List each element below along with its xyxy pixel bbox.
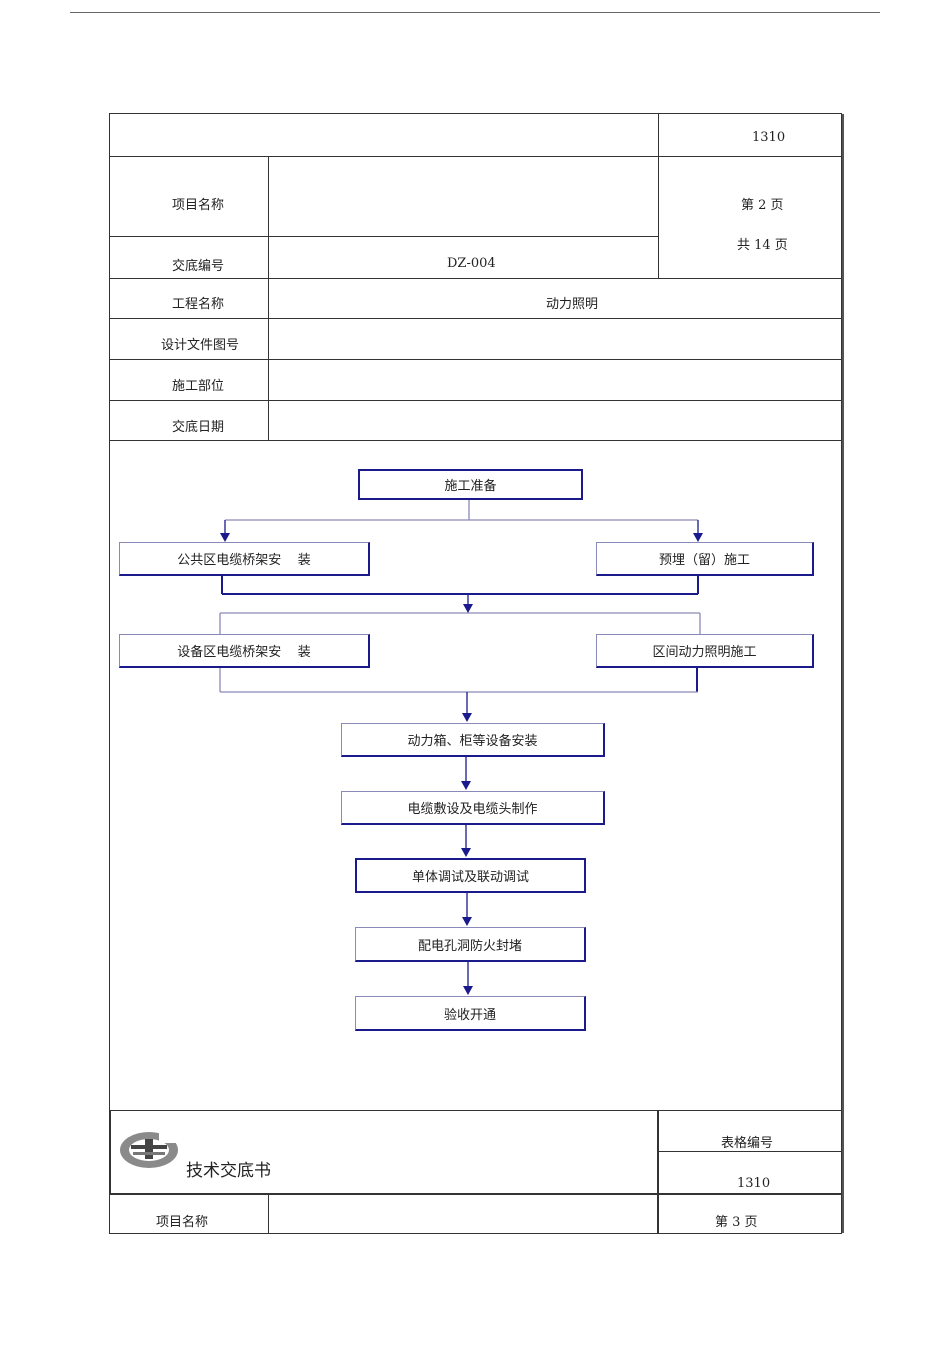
form-number-label: 表格编号 [721, 1136, 774, 1151]
flow-node-section-lighting: 区间动力照明施工 [596, 634, 814, 668]
flow-node-debugging: 单体调试及联动调试 [355, 858, 586, 893]
rule [110, 236, 658, 237]
construction-part-label: 施工部位 [172, 379, 225, 394]
form-number-value: 1310 [737, 1176, 771, 1191]
form-number-value: 1310 [752, 130, 786, 145]
flow-node-acceptance: 验收开通 [355, 996, 586, 1031]
engineering-name-label: 工程名称 [172, 297, 225, 312]
project-name-label: 项目名称 [172, 198, 225, 213]
rule [268, 156, 269, 441]
rule [658, 114, 659, 278]
flow-node-embed: 预埋（留）施工 [596, 542, 814, 576]
rule [110, 400, 841, 401]
handover-date-label: 交底日期 [172, 420, 225, 435]
project-name-label: 项目名称 [156, 1215, 209, 1230]
flow-node-equipment-tray: 设备区电缆桥架安 装 [119, 634, 370, 668]
rule [657, 1110, 659, 1234]
rule [110, 278, 841, 279]
rule [110, 440, 841, 441]
rule [110, 1110, 841, 1111]
page-current: 第 2 页 [741, 198, 784, 213]
rule [268, 1194, 269, 1234]
flow-node-power-boxes: 动力箱、柜等设备安装 [341, 723, 605, 757]
engineering-name-value: 动力照明 [546, 297, 599, 312]
rule [110, 1193, 841, 1195]
rule [110, 359, 841, 360]
page-current: 第 3 页 [715, 1215, 758, 1230]
rule [658, 1151, 841, 1152]
flow-node-public-tray: 公共区电缆桥架安 装 [119, 542, 370, 576]
rule [110, 156, 841, 157]
document-title: 技术交底书 [186, 1161, 271, 1181]
rule [110, 318, 841, 319]
technical-handover-form: 1310 项目名称 第 2 页 共 14 页 交底编号 DZ-004 工程名称 … [109, 113, 844, 1234]
rule [109, 1110, 111, 1194]
company-logo-icon [120, 1132, 179, 1168]
flow-node-preparation: 施工准备 [358, 469, 583, 500]
flow-node-firestop: 配电孔洞防火封堵 [355, 927, 586, 962]
design-document-label: 设计文件图号 [161, 338, 240, 353]
page-total: 共 14 页 [737, 238, 788, 253]
flowchart-connectors [219, 500, 703, 995]
flow-node-cables: 电缆敷设及电缆头制作 [341, 791, 605, 825]
page-top-rule [70, 12, 880, 13]
handover-number-value: DZ-004 [447, 256, 496, 271]
handover-number-label: 交底编号 [172, 259, 225, 274]
arrow-down-icon [220, 533, 703, 995]
